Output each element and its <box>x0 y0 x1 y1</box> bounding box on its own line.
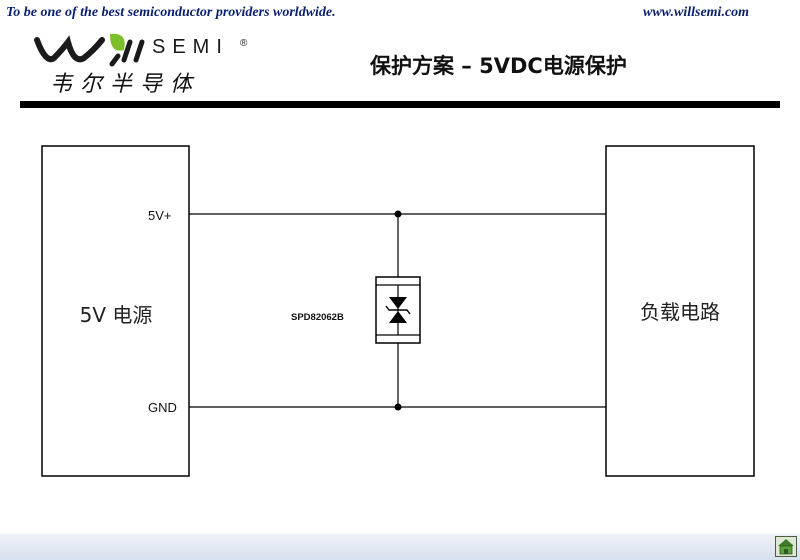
page-title: 保护方案 – 5VDC电源保护 <box>370 54 627 78</box>
junction-dot-bottom <box>394 403 402 411</box>
tvs-diode-symbol <box>375 276 421 344</box>
header-divider <box>20 101 780 108</box>
logo-leaf-mark <box>110 33 125 51</box>
logo-chinese-name: 韦尔半导体 <box>50 72 201 97</box>
logo-w-mark <box>34 35 105 63</box>
net-label-5v: 5V+ <box>148 208 172 223</box>
source-box <box>41 145 190 477</box>
source-box-label: 5V 电源 <box>80 303 153 327</box>
footer-bar <box>0 534 800 560</box>
part-number-label: SPD82062B <box>291 312 344 323</box>
home-icon[interactable] <box>775 536 797 557</box>
logo-semi-text: SEMI <box>152 36 229 58</box>
net-label-gnd: GND <box>148 400 177 415</box>
footer-url[interactable]: www.willsemi.com <box>643 5 750 20</box>
logo-registered-mark: ® <box>240 38 248 49</box>
load-box-label: 负载电路 <box>640 300 720 324</box>
willsemi-logo <box>34 33 145 67</box>
junction-dot-top <box>394 210 402 218</box>
load-box <box>605 145 755 477</box>
footer-slogan: To be one of the best semiconductor prov… <box>6 5 336 20</box>
